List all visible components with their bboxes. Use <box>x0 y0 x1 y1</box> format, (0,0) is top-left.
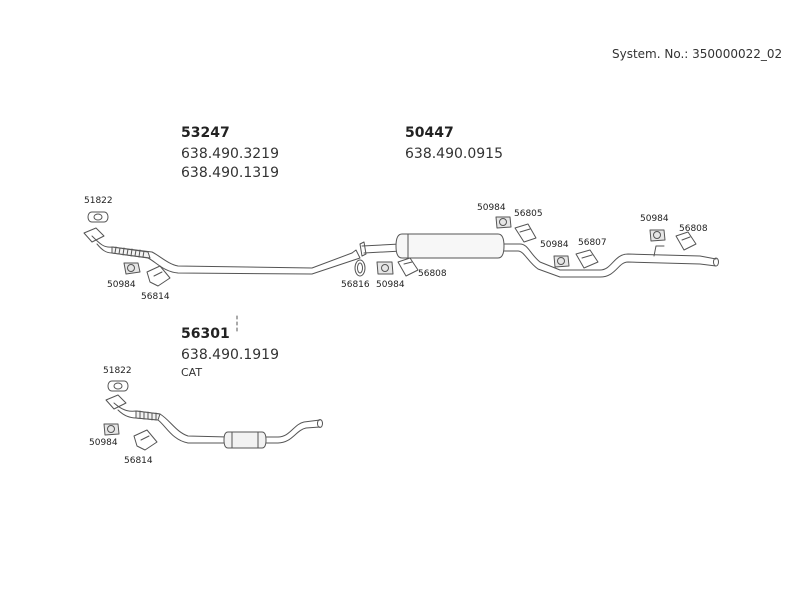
label-56807[interactable]: 56807 <box>578 238 607 248</box>
bracket-56807[interactable] <box>575 249 599 269</box>
label-56805[interactable]: 56805 <box>514 209 543 219</box>
label-51822-front[interactable]: 51822 <box>84 196 113 206</box>
clamp-56816[interactable] <box>354 259 366 277</box>
label-51822-cat[interactable]: 51822 <box>103 366 132 376</box>
tail-hook <box>653 245 665 257</box>
bracket-56814-front[interactable] <box>146 265 171 287</box>
front-pipe[interactable] <box>83 227 361 275</box>
hanger-50984-mid[interactable] <box>376 261 394 275</box>
label-50984-cat[interactable]: 50984 <box>89 438 118 448</box>
hanger-50984-rear-a[interactable] <box>495 216 512 229</box>
oem-number-cat: 638.490.1919 <box>181 347 279 363</box>
label-50984-front[interactable]: 50984 <box>107 280 136 290</box>
bracket-56808-mid[interactable] <box>397 257 419 277</box>
system-number: System. No.: 350000022_02 <box>612 47 783 61</box>
part-number-cat[interactable]: 56301 <box>181 326 230 342</box>
label-56808-mid[interactable]: 56808 <box>418 269 447 279</box>
oem-number-rear-muffler: 638.490.0915 <box>405 146 503 162</box>
label-56808-rear[interactable]: 56808 <box>679 224 708 234</box>
part-number-front-pipe[interactable]: 53247 <box>181 125 230 141</box>
label-56816[interactable]: 56816 <box>341 280 370 290</box>
rubber-ring-51822-cat[interactable] <box>107 380 129 392</box>
label-50984-rear-a[interactable]: 50984 <box>477 203 506 213</box>
bracket-56814-cat[interactable] <box>133 429 158 451</box>
hanger-50984-cat[interactable] <box>103 423 120 436</box>
rubber-ring-51822-front[interactable] <box>87 211 109 223</box>
label-50984-mid[interactable]: 50984 <box>376 280 405 290</box>
cat-note: CAT <box>181 366 203 379</box>
hanger-50984-front[interactable] <box>123 262 141 275</box>
bracket-56808-rear[interactable] <box>675 231 697 251</box>
label-56814-front[interactable]: 56814 <box>141 292 170 302</box>
cat-pipe[interactable] <box>105 394 323 449</box>
hanger-50984-rear-b[interactable] <box>553 255 570 268</box>
part-number-rear-muffler[interactable]: 50447 <box>405 125 454 141</box>
bracket-56805[interactable] <box>514 223 537 243</box>
rear-muffler[interactable] <box>359 233 719 278</box>
label-56814-cat[interactable]: 56814 <box>124 456 153 466</box>
label-50984-rear-c[interactable]: 50984 <box>640 214 669 224</box>
hanger-50984-rear-c[interactable] <box>649 229 666 242</box>
label-50984-rear-b[interactable]: 50984 <box>540 240 569 250</box>
oem-number-front-pipe-1: 638.490.3219 <box>181 146 279 162</box>
oem-number-front-pipe-2: 638.490.1319 <box>181 165 279 181</box>
